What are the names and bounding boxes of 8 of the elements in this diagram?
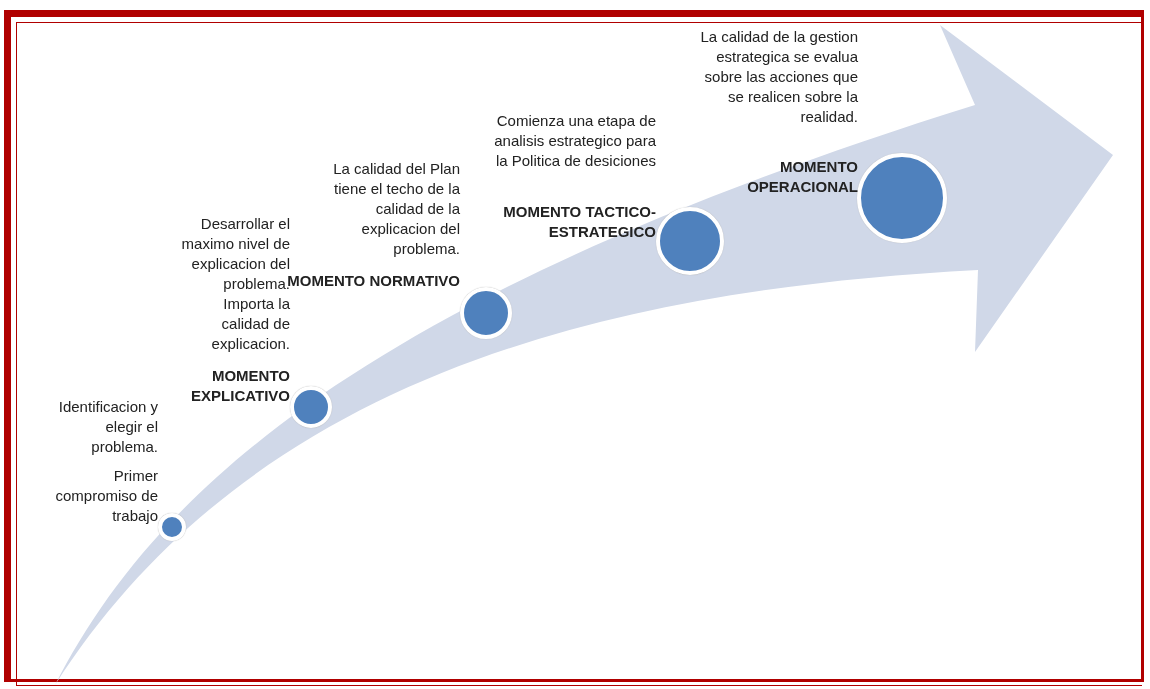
stage-heading: MOMENTO TACTICO-ESTRATEGICO [502,202,656,242]
stage-description: Comienza una etapa de analisis estrategico para la Politica de desiciones [493,111,656,171]
stage-heading: MOMENTO OPERACIONAL [746,157,858,197]
stage-description: La calidad de la gestion estrategica se evalua sobre las acciones que se realicen sobre la realidad. [699,27,858,127]
stage-description: La calidad del Plan tiene el techo de la calidad de la explicacion del problema. [332,159,460,259]
stage-heading: MOMENTO EXPLICATIVO [190,366,290,406]
stage-description: Primer compromiso de trabajo [54,466,158,526]
stage-description: Identificacion y elegir el problema. [57,397,158,457]
